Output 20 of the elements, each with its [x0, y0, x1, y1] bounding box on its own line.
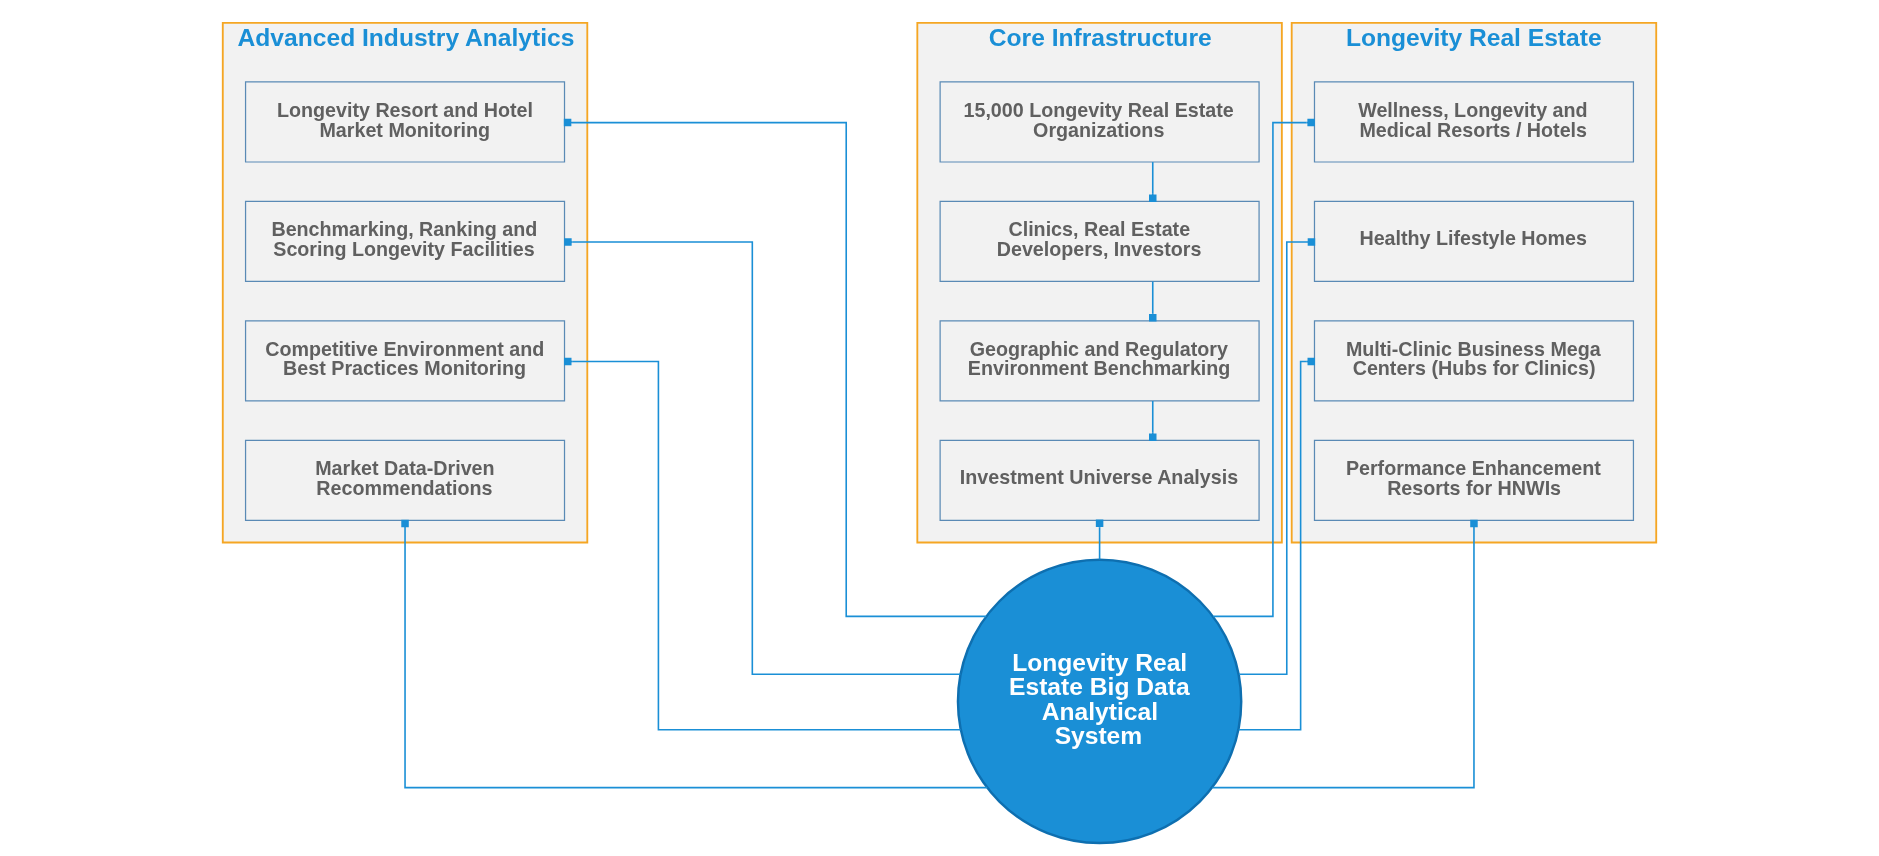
node-box: Geographic and Regulatory Environment Benchmarking [939, 320, 1260, 402]
connector [1149, 280, 1157, 322]
connector [564, 238, 962, 676]
node-box: Investment Universe Analysis [939, 439, 1260, 521]
node-box: Longevity Resort and Hotel Market Monitoring [244, 81, 566, 163]
node-box: Healthy Lifestyle Homes [1313, 200, 1635, 283]
connector [1211, 519, 1478, 789]
node-box: Benchmarking, Ranking and Scoring Longevity Facilities [244, 200, 566, 283]
node-box: Performance Enhancement Resorts for HNWIs [1313, 439, 1635, 521]
connector [401, 519, 989, 789]
node-box: Multi-Clinic Business Mega Centers (Hubs for Clinics) [1313, 320, 1635, 402]
node-box: Wellness, Longevity and Medical Resorts / Hotels [1313, 81, 1635, 163]
connector [1149, 161, 1157, 202]
node-box: 15,000 Longevity Real Estate Organizations [939, 81, 1260, 163]
connector [1238, 238, 1316, 676]
node-box: Market Data-Driven Recommendations [244, 439, 566, 521]
node-circle: Longevity Real Estate Big Data Analytical System [956, 558, 1243, 845]
node-box: Competitive Environment and Best Practices Monitoring [244, 320, 566, 402]
node-box: Clinics, Real Estate Developers, Investors [939, 200, 1260, 283]
connector [1149, 400, 1157, 441]
